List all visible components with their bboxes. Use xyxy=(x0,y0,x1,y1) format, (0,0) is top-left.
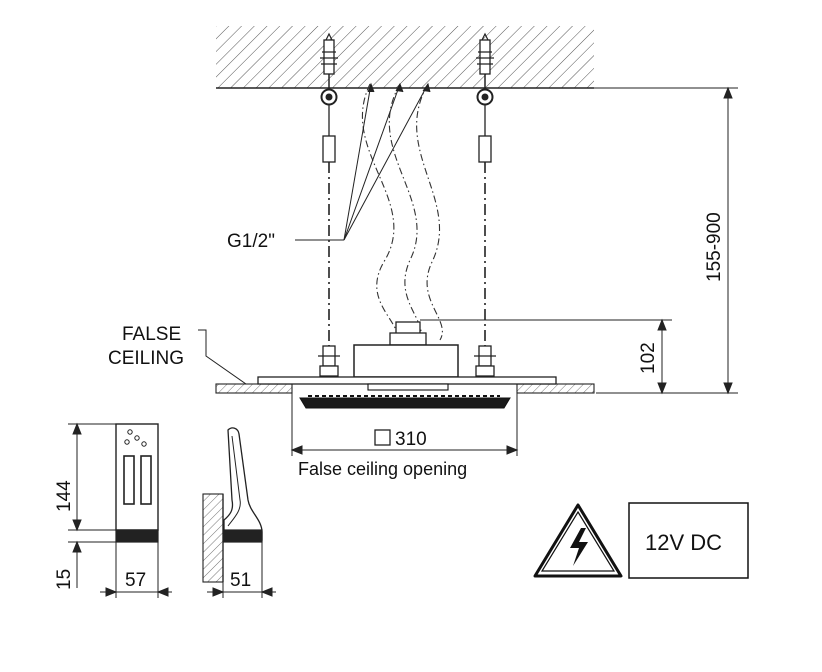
control-width-dimension xyxy=(100,542,172,598)
control-unit-front xyxy=(115,423,159,543)
right-suspension-rod xyxy=(474,32,496,377)
flexible-hoses xyxy=(361,83,443,341)
control-width-label: 57 xyxy=(125,570,146,591)
shower-head-body xyxy=(353,321,459,378)
control-depth-dimension xyxy=(207,542,276,598)
ceiling-slab xyxy=(216,26,594,89)
control-base-label: 15 xyxy=(54,569,75,590)
hanging-height-label: 155-900 xyxy=(704,212,725,282)
control-depth-label: 51 xyxy=(230,570,251,591)
shower-plate xyxy=(299,383,511,409)
body-height-label: 102 xyxy=(638,342,659,374)
square-outline-icon xyxy=(374,429,391,446)
pipe-thread-label: G1/2" xyxy=(227,231,275,252)
control-height-dimension xyxy=(68,422,116,588)
opening-caption: False ceiling opening xyxy=(298,459,467,479)
body-height-dimension xyxy=(420,318,672,395)
opening-dimension xyxy=(290,393,519,456)
voltage-label: 12V DC xyxy=(645,530,722,555)
high-voltage-warning-icon xyxy=(533,503,623,578)
false-ceiling-label-line2: CEILING xyxy=(108,348,184,369)
false-ceiling-leader xyxy=(198,329,247,385)
voltage-box xyxy=(628,502,749,579)
opening-size-label: 310 xyxy=(395,429,427,450)
control-height-label: 144 xyxy=(54,480,75,512)
control-unit-side xyxy=(202,427,263,583)
pipe-thread-leaders xyxy=(295,82,431,241)
false-ceiling-label-line1: FALSE xyxy=(122,324,181,345)
left-suspension-rod xyxy=(318,32,340,377)
